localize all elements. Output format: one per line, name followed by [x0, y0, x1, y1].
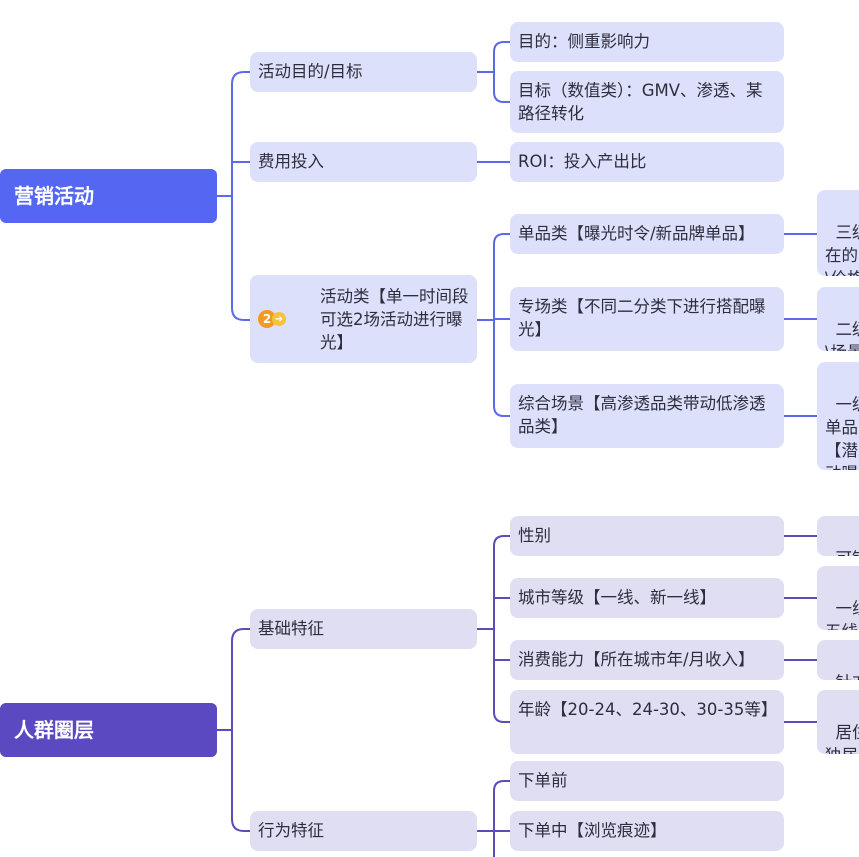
- node-detail-income[interactable]: 针对: [817, 640, 859, 680]
- arrow-badge-icon: 2 ➜: [258, 310, 286, 328]
- node-behavior[interactable]: 行为特征: [250, 811, 477, 851]
- node-behavior-during[interactable]: 下单中【浏览痕迹】: [510, 811, 784, 851]
- root-label: 营销活动: [14, 184, 94, 208]
- node-detail-age[interactable]: 居住 独居: [817, 690, 859, 754]
- node-detail-gender[interactable]: 可针: [817, 516, 859, 556]
- node-activity-single[interactable]: 单品类【曝光时令/新品牌单品】: [510, 214, 784, 254]
- node-activity-special[interactable]: 专场类【不同二分类下进行搭配曝光】: [510, 287, 784, 351]
- root-node-marketing[interactable]: 营销活动: [0, 169, 217, 223]
- node-cost[interactable]: 费用投入: [250, 142, 477, 182]
- node-goal-purpose[interactable]: 目的：侧重影响力: [510, 22, 784, 62]
- root-node-crowd[interactable]: 人群圈层: [0, 703, 217, 757]
- root-label: 人群圈层: [14, 718, 94, 742]
- node-detail-special[interactable]: 二级 \场景: [817, 287, 859, 351]
- node-detail-scene[interactable]: 一级 单品 【潜 动曝: [817, 362, 859, 470]
- node-roi[interactable]: ROI：投入产出比: [510, 142, 784, 182]
- node-behavior-before[interactable]: 下单前: [510, 761, 784, 801]
- node-detail-single[interactable]: 三级 在的 \价格: [817, 190, 859, 276]
- node-activity-label: 活动类【单一时间段可选2场活动进行曝光】: [320, 286, 469, 352]
- node-basic-income[interactable]: 消费能力【所在城市年/月收入】: [510, 640, 784, 680]
- node-basic[interactable]: 基础特征: [250, 609, 477, 649]
- node-activity[interactable]: 2 ➜ 活动类【单一时间段可选2场活动进行曝光】: [250, 275, 477, 363]
- node-activity-scene[interactable]: 综合场景【高渗透品类带动低渗透品类】: [510, 384, 784, 448]
- node-basic-city[interactable]: 城市等级【一线、新一线】: [510, 578, 784, 618]
- node-basic-age[interactable]: 年龄【20-24、24-30、30-35等】: [510, 690, 784, 754]
- node-detail-city[interactable]: 一线 五线: [817, 566, 859, 630]
- node-goal[interactable]: 活动目的/目标: [250, 52, 477, 92]
- node-goal-target[interactable]: 目标（数值类）：GMV、渗透、某路径转化: [510, 71, 784, 133]
- node-basic-gender[interactable]: 性别: [510, 516, 784, 556]
